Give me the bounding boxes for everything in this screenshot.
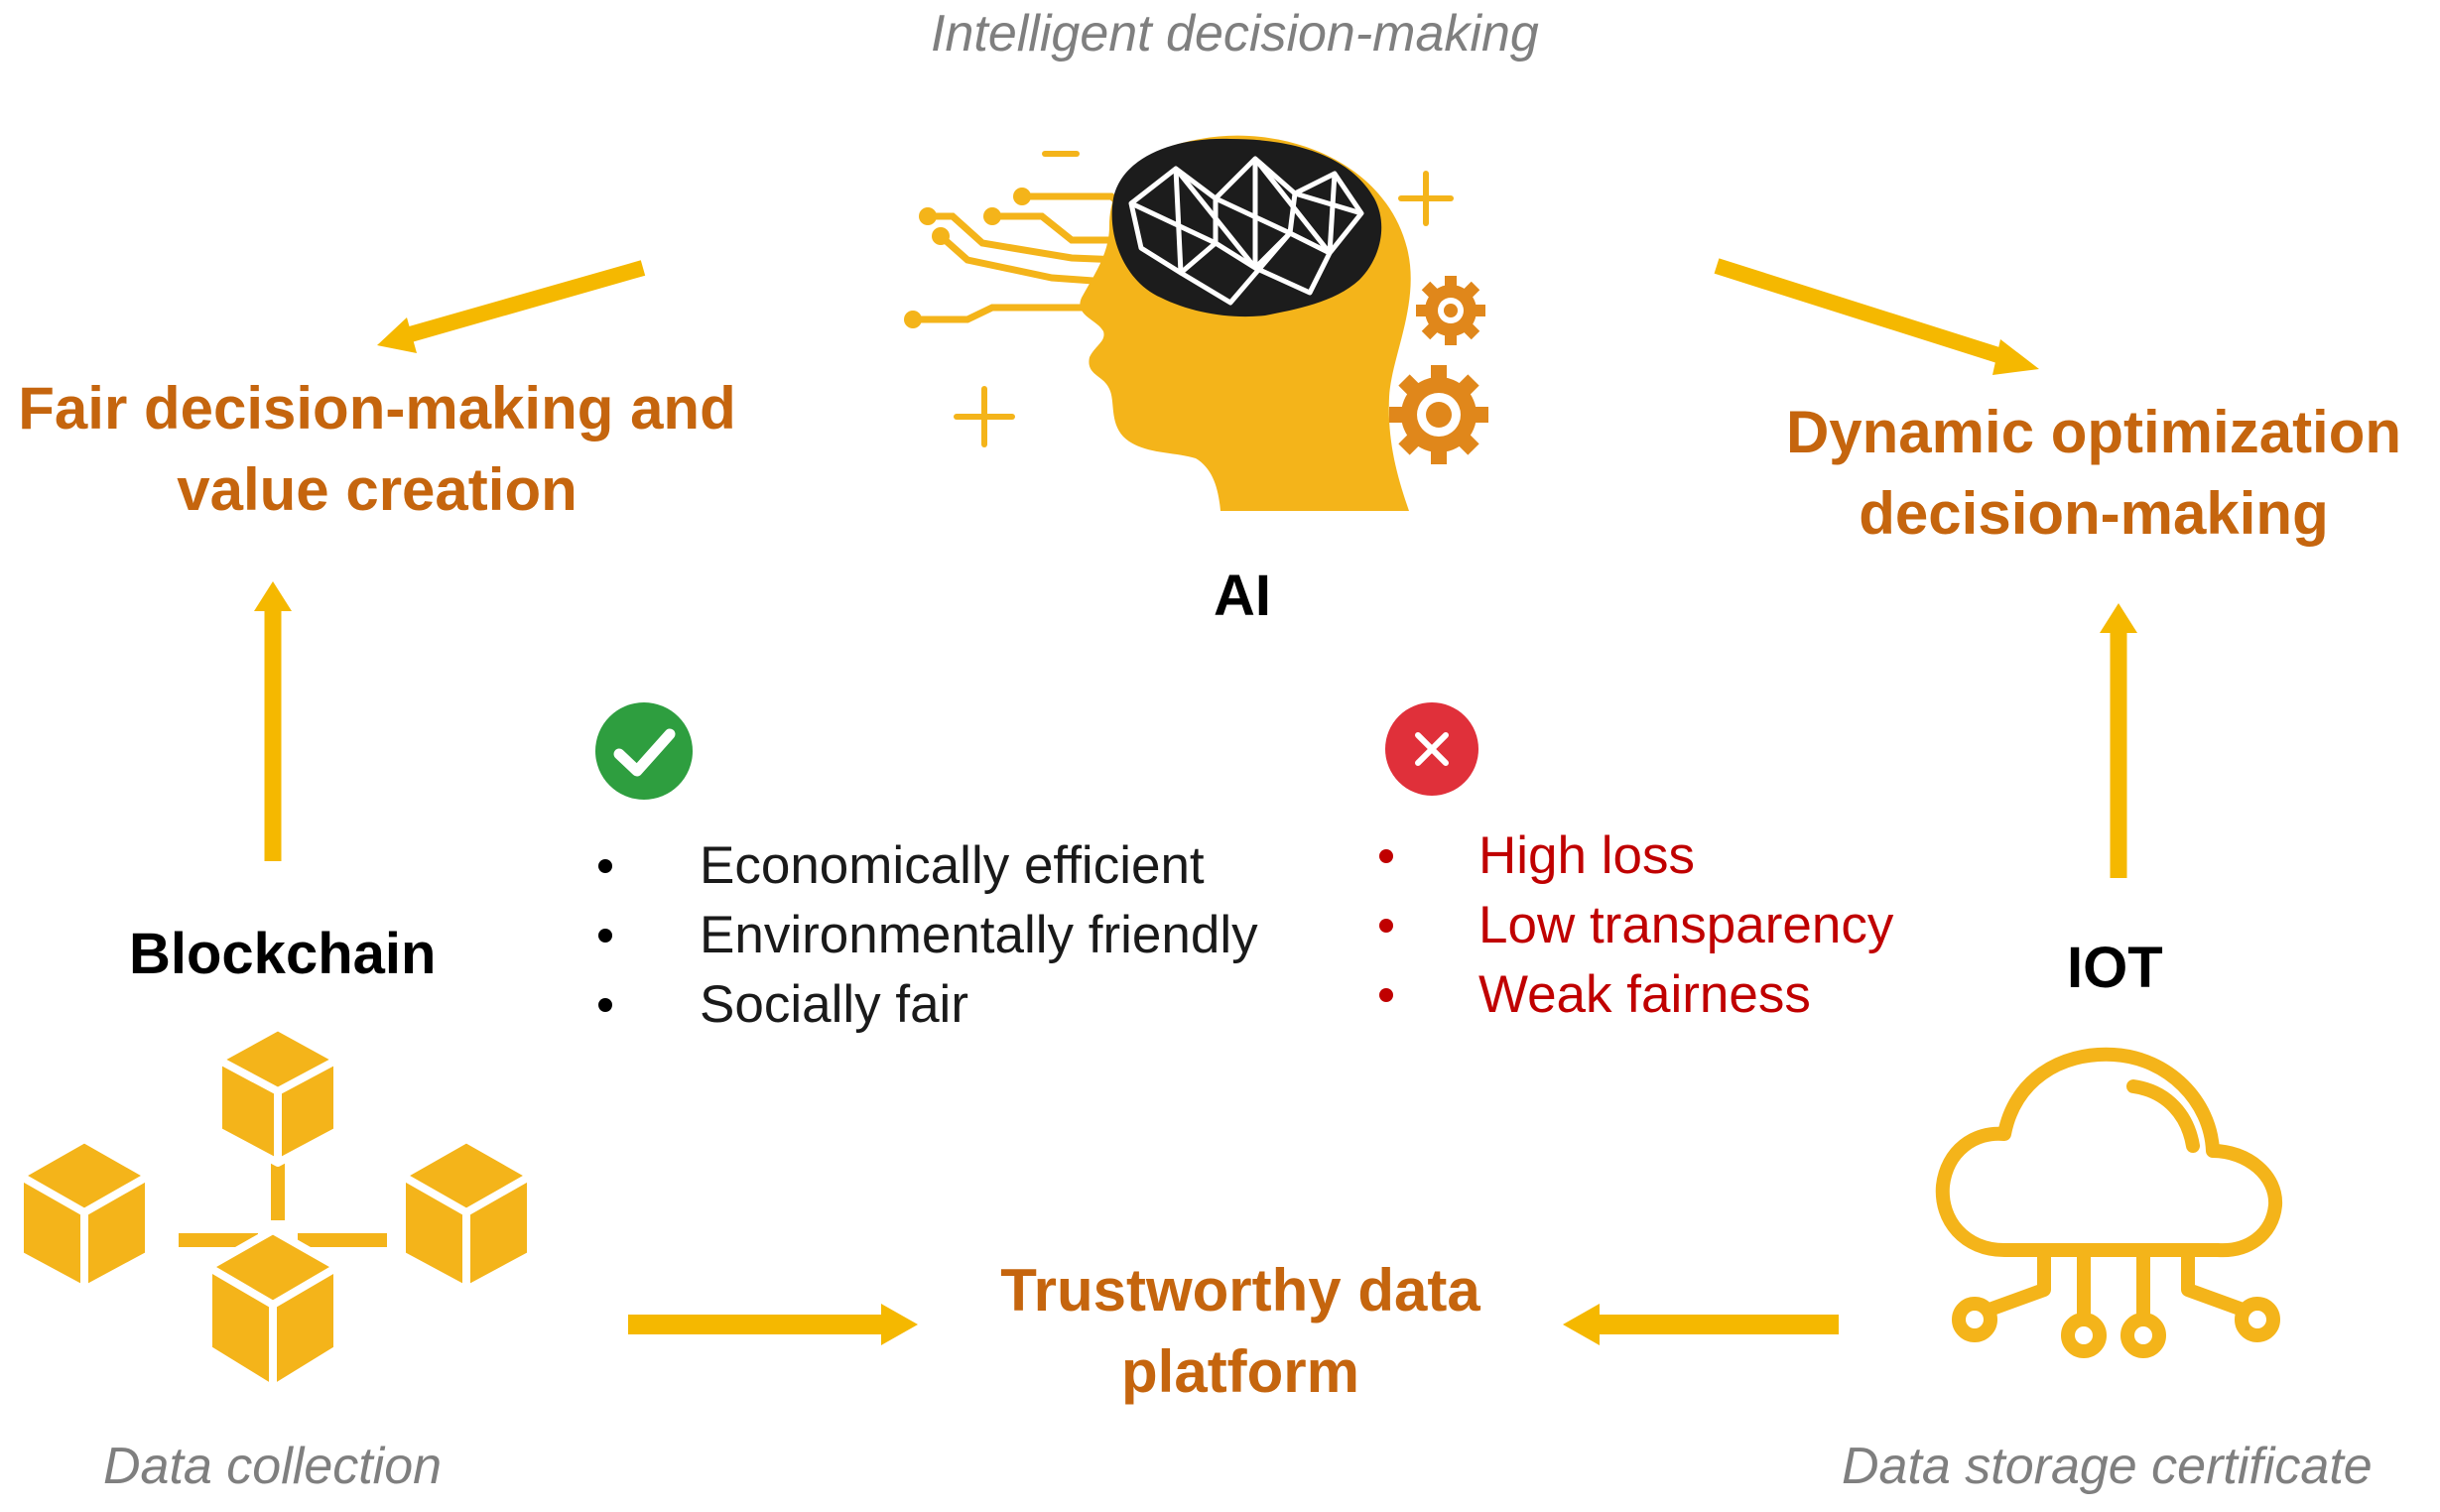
cons-item: High loss [1379, 821, 1893, 891]
check-icon [595, 702, 693, 800]
fair-outcome-line-2: value creation [177, 456, 578, 523]
ai-label: AI [1214, 564, 1271, 628]
arrow-ai-to-dynamic [1714, 258, 2039, 375]
bullet [598, 859, 612, 873]
bullet [1379, 988, 1393, 1002]
pros-item: Environmentally friendly [598, 901, 1258, 970]
fair-outcome-line-1: Fair decision-making and [18, 375, 736, 441]
caption-data-storage-certificate: Data storage certificate [1842, 1438, 2373, 1495]
bullet [598, 998, 612, 1012]
cons-list: High loss Low transparency Weak fairness [1379, 821, 1893, 1030]
bullet [598, 929, 612, 943]
arrow-blockchain-to-trustworthy [628, 1304, 918, 1345]
caption-data-collection: Data collection [103, 1438, 443, 1495]
dynamic-outcome-line-2: decision-making [1859, 480, 2329, 547]
cons-item: Weak fairness [1379, 960, 1893, 1030]
pros-item: Socially fair [598, 970, 1258, 1040]
dynamic-outcome-line-1: Dynamic optimization [1785, 399, 2402, 465]
dynamic-optimization-outcome: Dynamic optimization decision-making [1756, 392, 2431, 555]
trustworthy-outcome-line-2: platform [1121, 1338, 1359, 1405]
cross-icon [1385, 702, 1478, 796]
iot-label: IOT [2067, 936, 2163, 1000]
ai-brain-head-icon [904, 135, 1488, 511]
arrow-ai-to-fair [377, 260, 646, 353]
bullet [1379, 849, 1393, 863]
trustworthy-outcome-line-1: Trustworthy data [1000, 1257, 1480, 1323]
bullet [1379, 919, 1393, 933]
trustworthy-data-platform-outcome: Trustworthy data platform [943, 1250, 1538, 1413]
pros-item: Economically efficient [598, 831, 1258, 901]
caption-intelligent-decision-making: Intelligent decision-making [931, 5, 1539, 63]
iot-cloud-icon [1935, 1047, 2283, 1358]
pros-list: Economically efficient Environmentally f… [598, 831, 1258, 1040]
fair-decision-making-outcome: Fair decision-making and value creation [0, 368, 754, 531]
arrow-iot-to-dynamic [2100, 603, 2137, 878]
cons-item: Low transparency [1379, 891, 1893, 960]
arrow-blockchain-to-fair [254, 581, 292, 861]
blockchain-label: Blockchain [129, 922, 437, 986]
arrow-iot-to-trustworthy [1563, 1304, 1839, 1345]
blockchain-cubes-icon [16, 1023, 535, 1393]
